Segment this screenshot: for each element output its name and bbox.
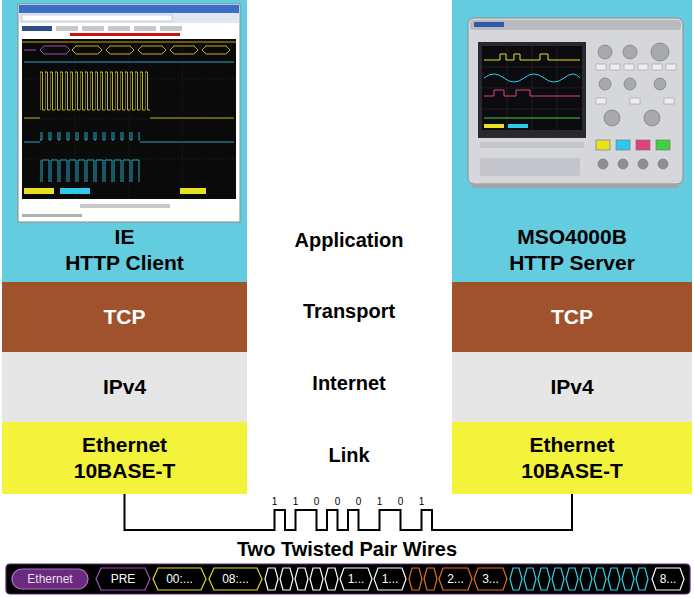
twisted-pair-wire <box>125 494 573 530</box>
protocol-layer-box: TCP <box>2 282 247 352</box>
protocol-layer-box: IPv4 <box>452 352 692 422</box>
bus-field: 08:... <box>209 571 262 587</box>
protocol-layer-box: Ethernet10BASE-T <box>452 422 692 494</box>
oscilloscope-illustration <box>468 18 683 188</box>
bus-decode-bar <box>6 564 690 594</box>
bit-value: 0 <box>348 495 369 508</box>
application-name: IE <box>115 224 135 250</box>
wire-caption: Two Twisted Pair Wires <box>197 537 497 561</box>
bus-field: 3... <box>474 571 507 587</box>
application-name: MSO4000B <box>517 224 627 250</box>
bit-value: 0 <box>327 495 348 508</box>
bit-value: 0 <box>306 495 327 508</box>
protocol-name: TCP <box>104 304 146 330</box>
bus-field: 8... <box>652 571 684 587</box>
bit-value: 1 <box>411 495 432 508</box>
protocol-layer-box: Ethernet10BASE-T <box>2 422 247 494</box>
bit-value: 0 <box>390 495 411 508</box>
application-name: HTTP Server <box>509 250 635 276</box>
protocol-name: TCP <box>551 304 593 330</box>
protocol-name: IPv4 <box>550 374 593 400</box>
bus-field: Ethernet <box>12 571 88 587</box>
bit-value: 1 <box>285 495 306 508</box>
bus-field: PRE <box>96 571 150 587</box>
layer-name: Application <box>249 227 449 253</box>
protocol-name: Ethernet <box>82 432 167 458</box>
protocol-name: IPv4 <box>103 374 146 400</box>
bit-value: 1 <box>369 495 390 508</box>
bus-field: 00:... <box>153 571 206 587</box>
bit-value: 1 <box>264 495 285 508</box>
protocol-layer-box: TCP <box>452 282 692 352</box>
bus-field: 1... <box>374 571 406 587</box>
layer-name: Link <box>249 442 449 468</box>
layer-name: Transport <box>249 298 449 324</box>
protocol-layer-box: IPv4 <box>2 352 247 422</box>
bus-field: 1... <box>340 571 372 587</box>
protocol-variant: 10BASE-T <box>74 458 176 484</box>
protocol-name: Ethernet <box>529 432 614 458</box>
bus-field: 2... <box>439 571 472 587</box>
protocol-variant: 10BASE-T <box>521 458 623 484</box>
browser-screenshot <box>18 4 240 222</box>
layer-name: Internet <box>249 370 449 396</box>
application-name: HTTP Client <box>65 250 184 276</box>
